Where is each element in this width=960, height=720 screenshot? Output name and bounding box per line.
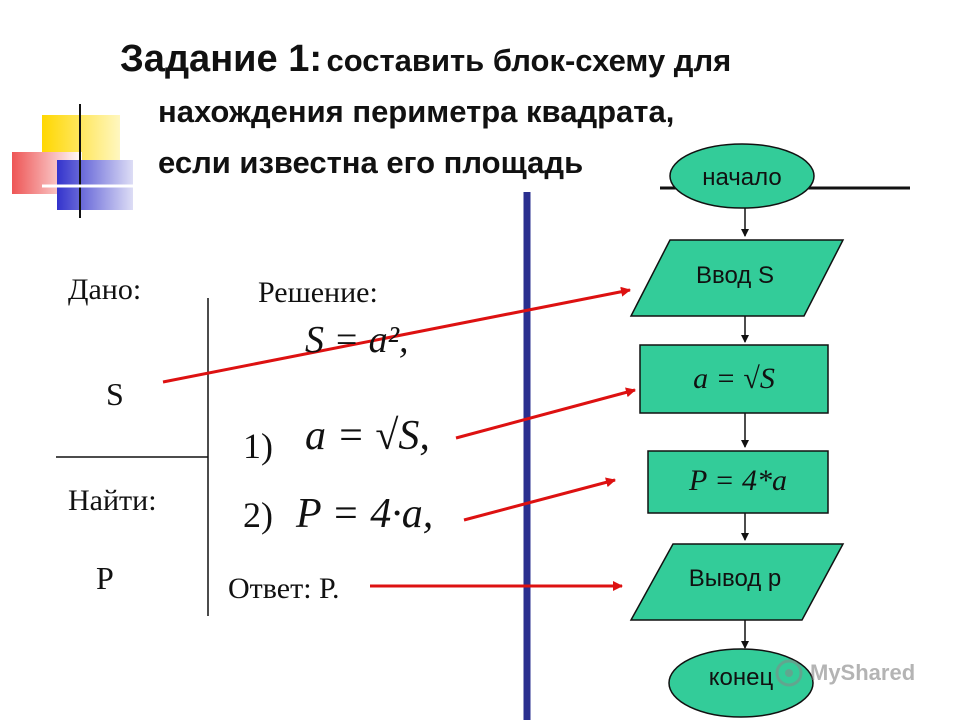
process-block-1 [639,344,829,414]
given-value: S [106,376,124,412]
start-terminal [669,143,815,209]
step1-number: 1) [243,426,273,466]
output-block [629,543,845,621]
process2-formula: P = 4*a [688,464,788,497]
end-label: конец [708,664,774,691]
given-label: Дано: [68,273,142,306]
arrow-step2-to-process2 [463,477,616,522]
solution-label: Решение: [258,276,378,309]
decorative-squares [12,104,160,218]
start-label: начало [702,164,782,191]
step2-formula: P = 4·a, [296,491,434,537]
output-label: Вывод р [688,565,782,592]
process1-formula: a = √S [693,362,775,395]
answer-text: Ответ: Р. [228,572,340,605]
title-line-1: Задание 1: составить блок-схему для [120,38,731,81]
input-label: Ввод S [696,262,774,289]
find-value: P [96,560,114,596]
step1-formula: a = √S, [305,413,430,459]
end-terminal [668,648,814,718]
input-block [629,239,845,317]
solution-formula: S = a², [305,319,409,361]
title-line1-text: составить блок-схему для [326,43,732,78]
step2-number: 2) [243,495,273,535]
arrow-given-to-input [162,286,631,384]
watermark: MyShared [774,658,915,688]
arrow-step1-to-process1 [455,387,636,440]
title-line-2: нахождения периметра квадрата, [158,94,675,129]
find-label: Найти: [68,484,157,517]
title-line-3: если известна его площадь [158,145,584,180]
process-block-2 [647,450,829,514]
watermark-text: MyShared [810,660,916,685]
title-prefix: Задание 1: [120,38,322,80]
watermark-logo-icon [775,659,803,687]
